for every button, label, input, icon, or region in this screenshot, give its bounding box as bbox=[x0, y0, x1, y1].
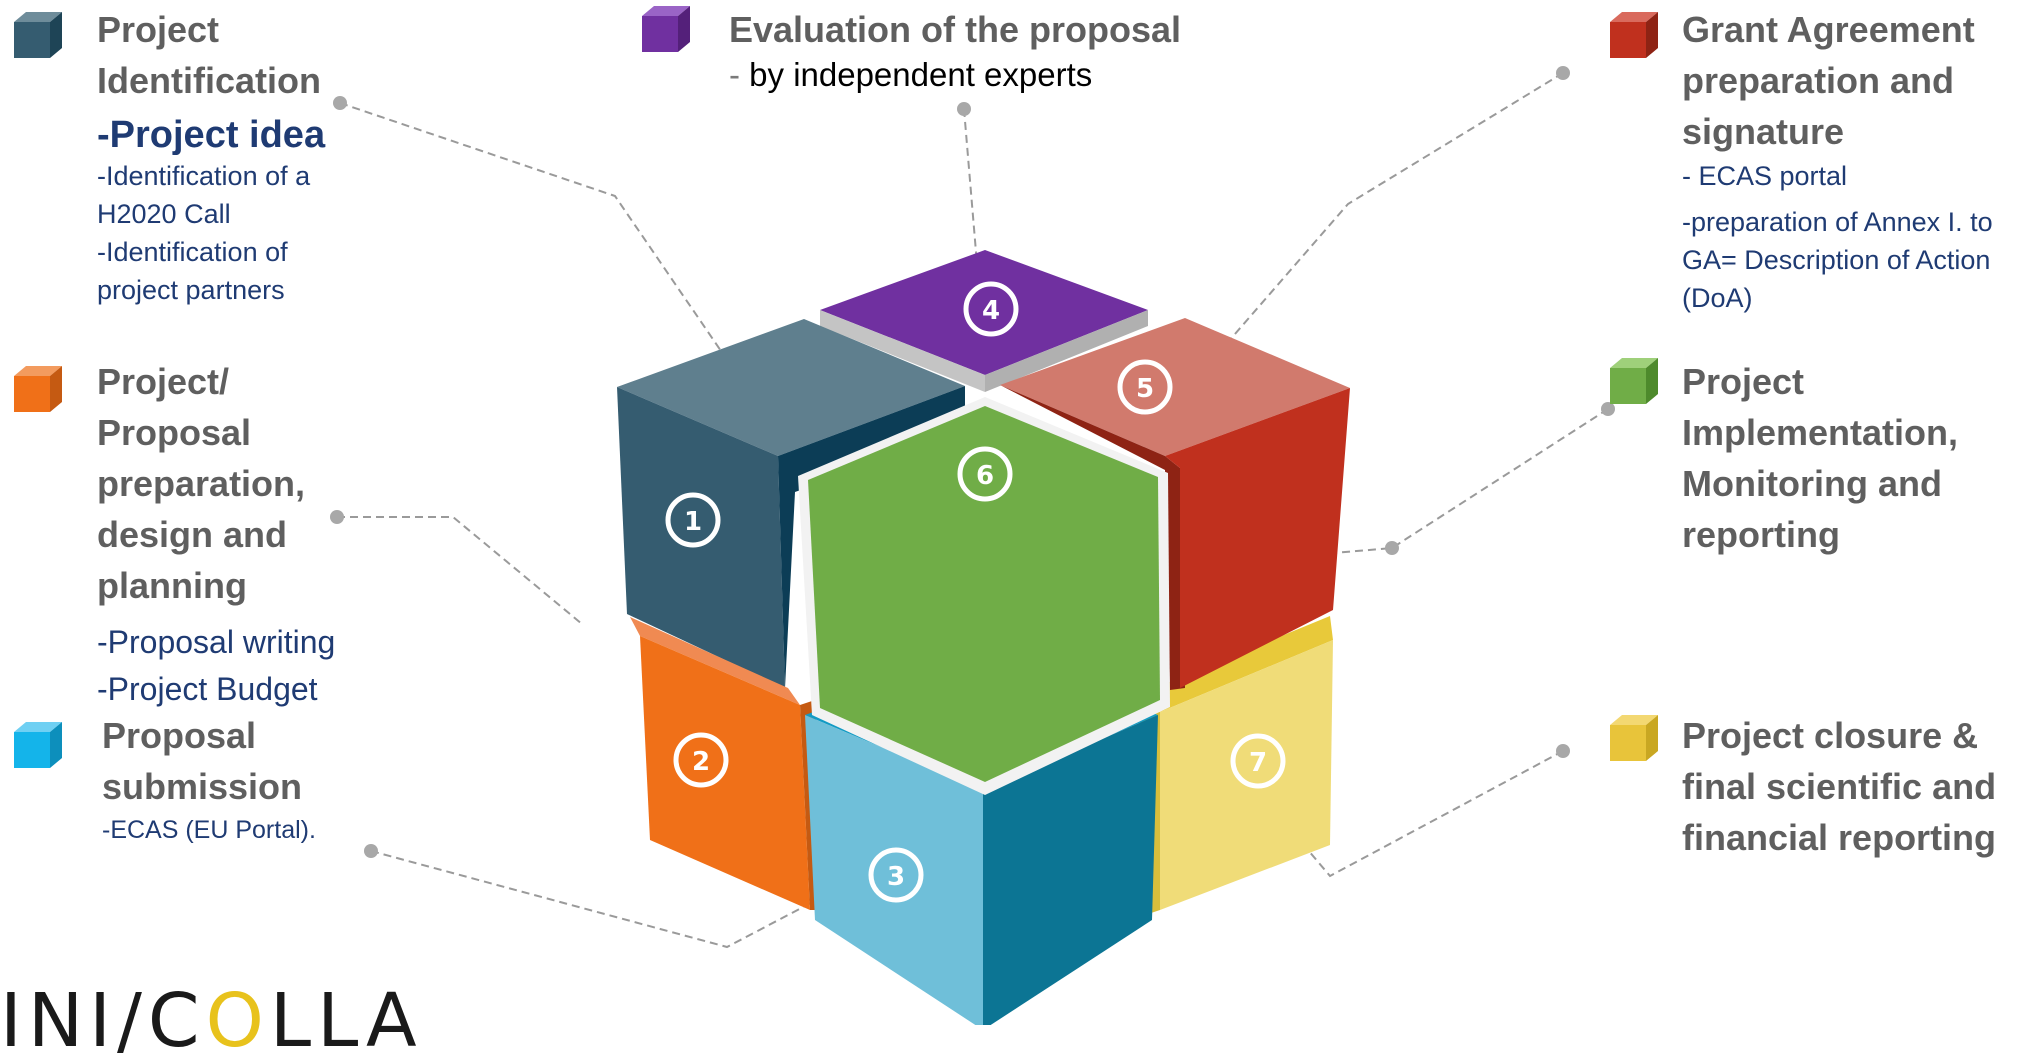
cube-icon-step6 bbox=[1610, 358, 1658, 404]
step1-detail: -Identification of a bbox=[97, 161, 311, 191]
step3-title-line: submission bbox=[102, 766, 303, 807]
step7-label: Project closure & final scientific and f… bbox=[1682, 710, 2032, 863]
cube-step5 bbox=[1000, 318, 1350, 690]
badge-number-6: 6 bbox=[976, 461, 994, 491]
badge-step1: 1 bbox=[665, 492, 721, 548]
connector-step7 bbox=[1262, 750, 1564, 878]
step2-detail: -Project Budget bbox=[97, 671, 318, 707]
badge-step6: 6 bbox=[957, 446, 1013, 502]
cube-icon-step4 bbox=[642, 6, 690, 52]
step6-title-line: Project bbox=[1682, 361, 1805, 402]
connector-dot-step2 bbox=[330, 510, 344, 524]
step1-detail: -Identification of bbox=[97, 237, 288, 267]
logo-text-end: LLA bbox=[269, 978, 423, 1064]
connector-step6 bbox=[1135, 408, 1609, 571]
connector-step1 bbox=[339, 102, 748, 390]
step6-title-line: reporting bbox=[1682, 514, 1840, 555]
step1-title-line: Identification bbox=[97, 60, 321, 101]
step5-title-line: preparation and bbox=[1682, 60, 1955, 101]
step2-label: Project/ Proposal preparation, design an… bbox=[97, 356, 397, 711]
step5-detail: - ECAS portal bbox=[1682, 161, 1848, 191]
connector-step5 bbox=[1187, 72, 1564, 389]
connector-dot-step5 bbox=[1556, 66, 1570, 80]
connector-step2 bbox=[337, 516, 583, 625]
step5-detail: GA= Description of Action bbox=[1682, 245, 1991, 275]
logo-o: O bbox=[205, 978, 270, 1064]
cube-icon-step2 bbox=[14, 366, 62, 412]
badge-step4: 4 bbox=[963, 281, 1019, 337]
cube-step6 bbox=[798, 397, 1170, 795]
step5-label: Grant Agreement preparation and signatur… bbox=[1682, 4, 2032, 317]
connector-step3 bbox=[370, 850, 871, 949]
cube-icon-step7 bbox=[1610, 715, 1658, 761]
step2-title-line: Project/ bbox=[97, 361, 230, 402]
connector-dot-step4 bbox=[957, 102, 971, 116]
step4-detail: - by independent experts bbox=[729, 55, 1289, 95]
step1-title-line: Project bbox=[97, 9, 220, 50]
connector-dot-step6-inner bbox=[1385, 541, 1399, 555]
badge-step3: 3 bbox=[868, 847, 924, 903]
step6-title-line: Implementation, bbox=[1682, 412, 1959, 453]
step5-title-line: signature bbox=[1682, 111, 1845, 152]
badge-number-4: 4 bbox=[982, 296, 1000, 326]
step6-label: Project Implementation, Monitoring and r… bbox=[1682, 356, 2032, 560]
cube-icon-step3 bbox=[14, 722, 62, 768]
step3-detail: -ECAS (EU Portal). bbox=[102, 816, 316, 844]
step5-detail: (DoA) bbox=[1682, 283, 1753, 313]
step3-title-line: Proposal bbox=[102, 715, 257, 756]
step1-detail-text: -Project idea bbox=[97, 114, 326, 156]
step1-label: Project Identification -Project idea -Id… bbox=[97, 4, 397, 309]
connector-dot-step7 bbox=[1556, 744, 1570, 758]
cube-step1 bbox=[617, 319, 965, 688]
logo-text: INI/C bbox=[0, 978, 206, 1064]
step4-title: Evaluation of the proposal bbox=[729, 9, 1182, 50]
step1-detail: project partners bbox=[97, 275, 285, 305]
step4-detail-dash: - bbox=[729, 56, 740, 93]
connector-dot-step3 bbox=[364, 844, 378, 858]
cube-icon-step5 bbox=[1610, 12, 1658, 58]
step3-label: Proposal submission -ECAS (EU Portal). bbox=[102, 710, 402, 848]
connector-dots bbox=[330, 66, 1615, 858]
step5-detail: -preparation of Annex I. to bbox=[1682, 207, 1993, 237]
cube-icon-step1 bbox=[14, 12, 62, 58]
step1-detail: H2020 Call bbox=[97, 199, 231, 229]
step2-title-line: design and bbox=[97, 514, 288, 555]
badge-number-3: 3 bbox=[887, 862, 905, 892]
process-cube-diagram: 1 2 3 4 5 6 7 bbox=[330, 66, 1615, 1025]
step1-detail: -Project idea bbox=[97, 116, 397, 157]
step6-title-line: Monitoring and bbox=[1682, 463, 1942, 504]
connector-dot-step6 bbox=[1601, 402, 1615, 416]
step4-detail-text: by independent experts bbox=[740, 56, 1093, 93]
badge-number-1: 1 bbox=[684, 507, 702, 537]
connector-dot-step1 bbox=[333, 96, 347, 110]
step7-title-line: Project closure & bbox=[1682, 715, 1979, 756]
step5-title-line: Grant Agreement bbox=[1682, 9, 1975, 50]
step2-title-line: planning bbox=[97, 565, 247, 606]
step4-label: Evaluation of the proposal - by independ… bbox=[729, 4, 1289, 95]
company-logo: INI/COLLA bbox=[0, 984, 417, 1058]
cube-step4 bbox=[820, 250, 1148, 392]
step7-title-line: financial reporting bbox=[1682, 817, 1997, 858]
badge-number-2: 2 bbox=[692, 747, 710, 777]
step7-title-line: final scientific and bbox=[1682, 766, 1997, 807]
badge-step2: 2 bbox=[673, 732, 729, 788]
step2-title-line: Proposal bbox=[97, 412, 252, 453]
step2-detail: -Proposal writing bbox=[97, 624, 336, 660]
badge-number-7: 7 bbox=[1249, 748, 1267, 778]
badge-number-5: 5 bbox=[1136, 374, 1154, 404]
badge-step5: 5 bbox=[1117, 359, 1173, 415]
step-badges: 1 2 3 4 5 6 7 bbox=[665, 281, 1286, 903]
step2-title-line: preparation, bbox=[97, 463, 306, 504]
badge-step7: 7 bbox=[1230, 733, 1286, 789]
